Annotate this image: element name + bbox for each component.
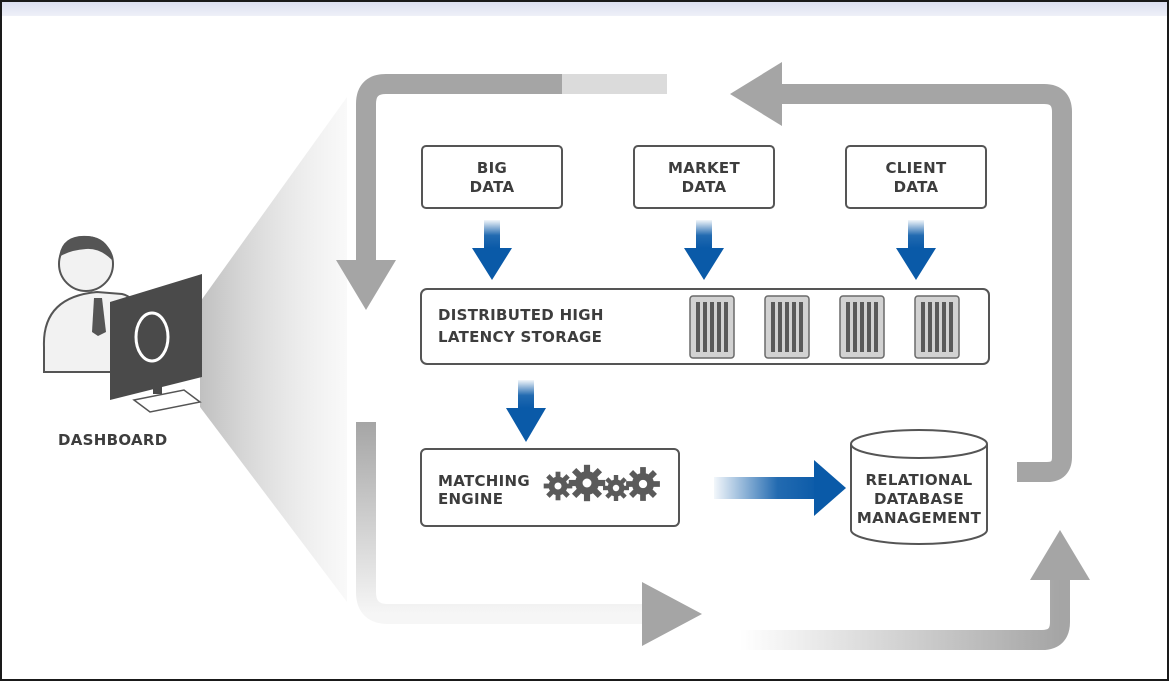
source-box: [633, 145, 775, 209]
server-icon: [764, 295, 810, 359]
relational-database: RELATIONAL DATABASE MANAGEMENT: [850, 429, 988, 545]
dashboard-label: DASHBOARD: [58, 431, 168, 449]
source-label-line2: DATA: [894, 178, 939, 196]
flow-loop: [336, 62, 1090, 650]
source-box: [845, 145, 987, 209]
monitor-logo: [134, 311, 170, 363]
source-label-line2: DATA: [470, 178, 515, 196]
matching-engine: MATCHING ENGINE: [420, 448, 680, 527]
source-big-data: BIG DATA: [421, 145, 563, 209]
source-label-line1: CLIENT: [886, 159, 947, 177]
source-arrow-1: [472, 220, 512, 280]
distributed-storage: DISTRIBUTED HIGH LATENCY STORAGE: [420, 288, 990, 365]
storage-to-engine-arrow: [506, 380, 546, 442]
server-rack-group: [689, 295, 960, 359]
engine-label-line2: ENGINE: [438, 490, 503, 508]
server-icon: [839, 295, 885, 359]
server-icon: [689, 295, 735, 359]
gear-icon: [603, 475, 629, 501]
engine-to-database-arrow: [714, 460, 846, 516]
source-box: [421, 145, 563, 209]
loop-return-segment: [740, 577, 1070, 650]
loop-arrowhead-up: [1030, 530, 1090, 580]
database-label-line3: MANAGEMENT: [857, 509, 982, 527]
person-tie: [92, 298, 106, 336]
loop-left-segment: [356, 74, 667, 262]
source-client-data: CLIENT DATA: [845, 145, 987, 209]
database-label-line2: DATABASE: [874, 490, 964, 508]
loop-arrowhead-down: [336, 260, 396, 310]
database-label-line1: RELATIONAL: [865, 471, 972, 489]
loop-right-top-segment: [782, 84, 1072, 482]
storage-label-line1: DISTRIBUTED HIGH: [438, 306, 604, 324]
source-label-line2: DATA: [682, 178, 727, 196]
monitor-back: [110, 274, 202, 400]
server-icon: [914, 295, 960, 359]
gear-icon: [543, 471, 573, 501]
view-beam: [200, 97, 347, 602]
source-label-line1: BIG: [477, 159, 507, 177]
dashboard-figure: [42, 235, 202, 413]
gear-icon-group: [543, 464, 660, 502]
monitor-stand: [153, 372, 162, 394]
source-arrow-2: [684, 220, 724, 280]
gear-icon: [626, 467, 660, 501]
top-band: [2, 2, 1167, 16]
loop-bottom-segment: [356, 422, 642, 624]
source-arrow-3: [896, 220, 936, 280]
gear-icon: [568, 464, 606, 502]
database-cylinder-body: [850, 444, 988, 545]
person-hair: [59, 235, 112, 260]
database-cylinder-top: [850, 429, 988, 459]
source-market-data: MARKET DATA: [633, 145, 775, 209]
loop-arrowhead-right: [642, 582, 702, 646]
engine-label-line1: MATCHING: [438, 472, 530, 490]
source-label-line1: MARKET: [668, 159, 740, 177]
loop-arrowhead-left: [730, 62, 782, 126]
monitor-base: [132, 389, 202, 413]
storage-label-line2: LATENCY STORAGE: [438, 328, 602, 346]
